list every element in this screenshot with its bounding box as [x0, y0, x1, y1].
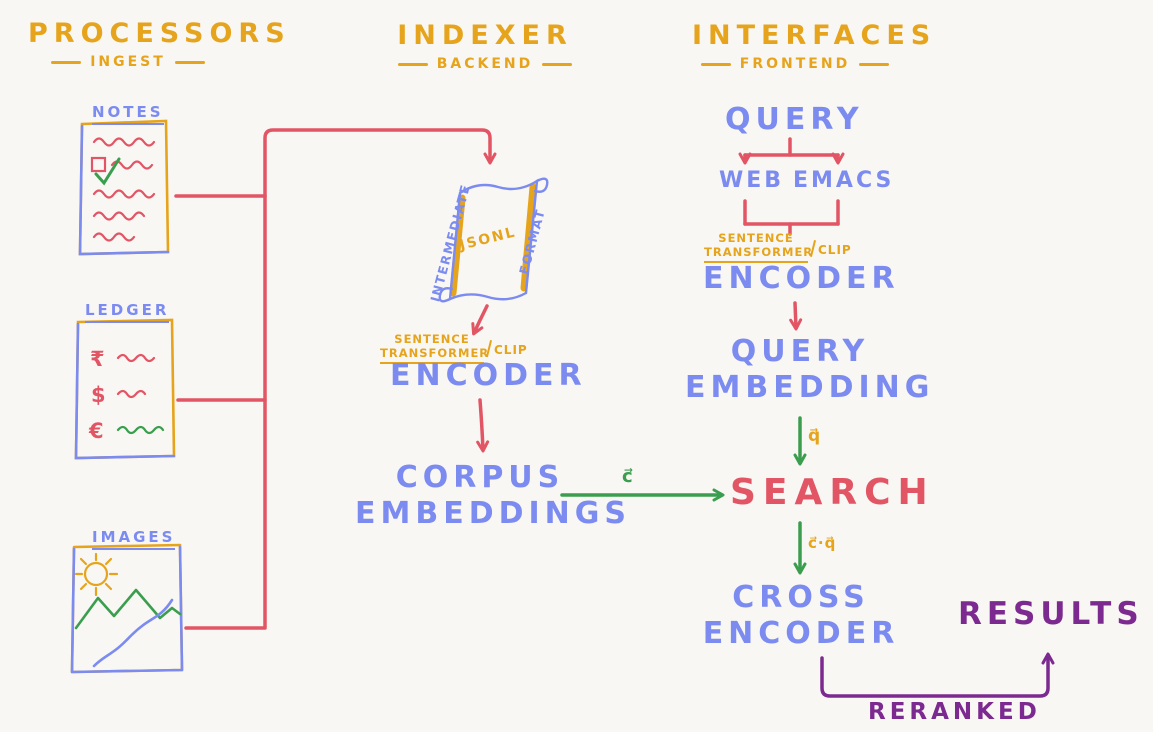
corpus-vector-label: c⃗	[622, 466, 634, 487]
query-label: QUERY	[725, 102, 864, 137]
query-embedding-line2: EMBEDDING	[685, 370, 935, 405]
interfaces-model-line2: TRANSFORMER	[704, 245, 814, 259]
underline-dash	[174, 60, 205, 64]
processors-header: PROCESSORS INGEST	[28, 18, 291, 70]
emacs-client-label: EMACS	[793, 168, 895, 193]
corpus-line1: CORPUS	[395, 460, 565, 495]
interfaces-encoder-label: ENCODER	[703, 261, 900, 296]
cross-encoder-line2: ENCODER	[702, 616, 900, 651]
web-client-label: WEB	[719, 168, 785, 193]
interfaces-model-label: SENTENCE TRANSFORMER	[704, 231, 814, 263]
processors-title: PROCESSORS	[28, 18, 291, 49]
results-label: RESULTS	[958, 596, 1144, 632]
reranked-label: RERANKED	[868, 699, 1041, 725]
query-embedding-line1: QUERY	[730, 334, 870, 369]
scroll-curl-top	[533, 177, 549, 193]
indexer-model-label: SENTENCE TRANSFORMER	[380, 332, 490, 364]
notes-sketch	[78, 119, 170, 256]
indexer-model-line1: SENTENCE	[394, 332, 470, 346]
mountains-icon	[74, 588, 182, 630]
currency-euro: €	[88, 419, 104, 443]
cross-encoder-line1: CROSS	[732, 580, 870, 615]
cross-encoder-label: CROSS ENCODER	[695, 580, 907, 652]
query-vector-label: q⃗	[808, 426, 822, 446]
similarity-arrows	[560, 416, 807, 575]
indexer-arrows	[471, 304, 490, 453]
text-squiggle	[92, 189, 156, 199]
interfaces-arrows	[738, 137, 845, 331]
underline-dash	[51, 60, 82, 64]
interfaces-subtitle: FRONTEND	[739, 56, 851, 72]
ledger-card-border-accent	[74, 322, 176, 460]
underline-dash	[542, 62, 573, 66]
text-squiggle	[92, 137, 156, 147]
indexer-header: INDEXER BACKEND	[395, 20, 575, 72]
notes-label: NOTES	[92, 103, 164, 125]
rerank-arrow	[820, 652, 1055, 698]
currency-dollar: $	[91, 383, 106, 407]
images-connector-trunk	[184, 128, 497, 630]
images-sketch	[70, 543, 184, 674]
interfaces-clip-tag: CLIP	[818, 243, 852, 257]
scroll-right-band	[520, 183, 537, 292]
interfaces-title: INTERFACES	[692, 20, 937, 51]
text-squiggle	[92, 211, 146, 221]
interfaces-header: INTERFACES FRONTEND	[692, 20, 937, 72]
corpus-line2: EMBEDDINGS	[355, 496, 632, 531]
processors-subtitle: INGEST	[90, 54, 166, 70]
jsonl-scroll-sketch	[438, 177, 549, 303]
notes-card-border-accent	[78, 124, 170, 256]
indexer-clip-tag: CLIP	[494, 343, 528, 357]
corpus-embeddings-label: CORPUS EMBEDDINGS	[355, 460, 632, 532]
text-squiggle	[116, 389, 147, 399]
scroll-outline	[448, 178, 539, 301]
ingest-flow-arrows	[174, 128, 497, 630]
images-card-border-accent	[70, 545, 184, 674]
text-squiggle	[116, 425, 165, 435]
scroll-left-band	[449, 194, 466, 297]
ledger-label: LEDGER	[85, 301, 170, 323]
text-squiggle	[110, 160, 154, 170]
query-embedding-label: QUERY EMBEDDING	[685, 334, 935, 406]
indexer-model-line2: TRANSFORMER	[380, 346, 490, 360]
text-squiggle	[92, 232, 136, 242]
sun-icon	[74, 552, 119, 597]
underline-dash	[859, 62, 890, 66]
currency-rupee: ₹	[90, 347, 105, 371]
images-label: IMAGES	[92, 528, 176, 550]
underline-dash	[397, 62, 428, 66]
interfaces-model-line1: SENTENCE	[718, 231, 794, 245]
river-icon	[92, 598, 174, 668]
checkbox-doodle	[90, 156, 107, 173]
ledger-sketch: ₹ $ €	[74, 318, 176, 460]
cross-to-results-arrow	[820, 652, 1055, 698]
scroll-curl-bottom	[438, 287, 454, 303]
scroll-to-encoder-arrow	[471, 304, 489, 336]
search-label: SEARCH	[730, 472, 935, 513]
check-icon	[94, 157, 121, 186]
text-squiggle	[116, 353, 156, 363]
indexer-encoder-label: ENCODER	[390, 358, 587, 393]
dot-product-label: c⃗·q⃗	[808, 534, 837, 552]
indexer-title: INDEXER	[397, 20, 573, 51]
indexer-subtitle: BACKEND	[436, 56, 534, 72]
encoder-to-corpus-arrow	[476, 398, 490, 453]
encoder-to-qembed-arrow	[789, 301, 803, 331]
underline-dash	[700, 62, 731, 66]
